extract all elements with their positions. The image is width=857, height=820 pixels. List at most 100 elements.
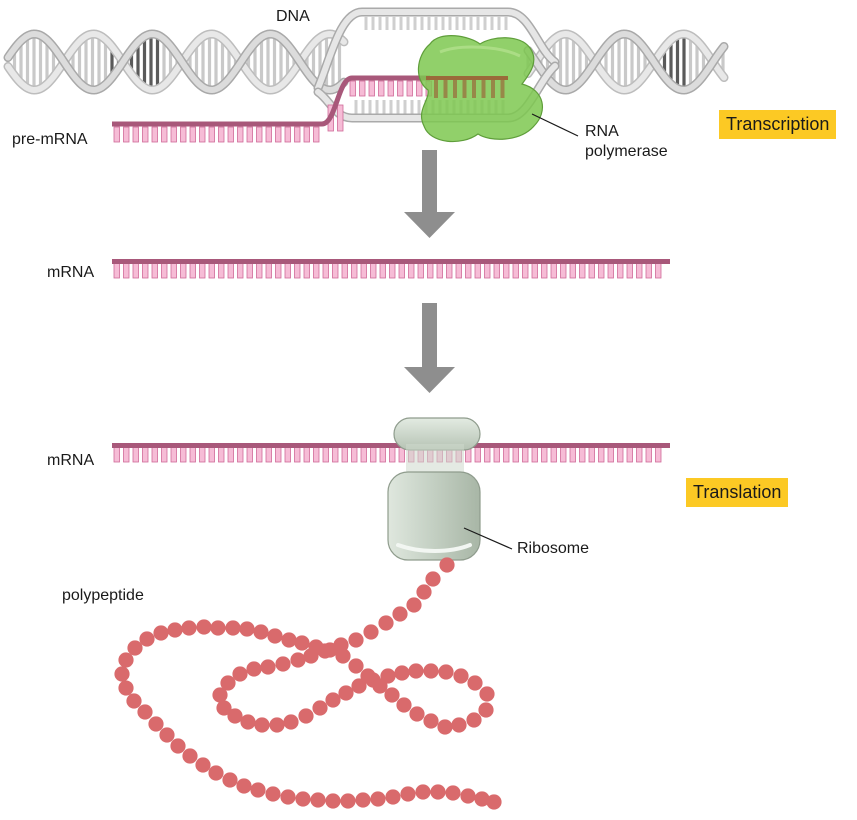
amino-acid-bead [269,717,285,733]
translation-badge: Translation [686,478,789,507]
amino-acid-bead [118,680,134,696]
polymerase-rna-base [453,80,457,98]
amino-acid-bead [308,639,324,655]
rna-base [199,446,206,463]
rna-base [598,262,605,279]
down-arrow-shaft [422,150,437,214]
rna-base [246,446,253,463]
rna-base [560,446,567,463]
rna-base [256,262,263,279]
rna-base [113,126,120,143]
mrna-strand-1 [112,259,670,279]
amino-acid-bead [181,620,197,636]
rna-base [256,446,263,463]
pre-mrna-label: pre-mRNA [12,131,88,148]
rna-base [398,262,405,279]
amino-acid-bead [227,708,243,724]
polymerase-rna-base [443,80,448,98]
rna-base [227,126,234,143]
rna-base [636,446,643,463]
rna-base [313,262,320,279]
amino-acid-bead [392,606,408,622]
process-arrows [404,150,455,393]
rna-base [541,262,548,279]
amino-acid-bead [246,661,262,677]
rna-base [170,262,177,279]
rna-base [341,446,348,463]
rna-base [541,446,548,463]
rna-polymerase-label-line1: RNA [585,123,619,140]
rna-base [417,262,424,279]
rna-base [379,262,386,279]
amino-acid-bead [416,584,432,600]
amino-acid-bead [148,716,164,732]
ribosome-highlight [396,543,472,553]
amino-acid-bead [372,678,388,694]
amino-acid-bead [335,648,351,664]
rna-base [275,126,282,143]
amino-acid-bead [425,571,441,587]
amino-acid-bead [220,675,236,691]
rna-base [588,446,595,463]
rna-base [560,262,567,279]
rna-base [598,446,605,463]
rna-base [246,262,253,279]
rna-base [341,262,348,279]
rna-base [227,262,234,279]
rna-base [199,262,206,279]
pre-mrna-strand [112,75,432,143]
rna-base [503,262,510,279]
amino-acid-bead [451,717,467,733]
amino-acid-bead [384,687,400,703]
amino-acid-bead [338,685,354,701]
rna-polymerase-icon [417,35,543,143]
rna-base [550,262,557,279]
amino-acid-bead [260,659,276,675]
polymerase-rna-base [500,80,505,98]
rna-base [397,80,404,97]
polymerase-body [417,35,543,143]
rna-base [294,262,301,279]
dna-label: DNA [276,8,310,25]
rna-base [512,262,519,279]
rna-base [522,446,529,463]
rna-base [636,262,643,279]
rna-base [389,446,396,463]
rna-base [579,446,586,463]
rna-base [123,446,130,463]
rna-base [360,446,367,463]
rna-base [265,126,272,143]
rna-base [237,262,244,279]
amino-acid-bead [118,652,134,668]
rna-base [113,446,120,463]
amino-acid-bead [486,794,502,810]
amino-acid-bead [474,791,490,807]
amino-acid-bead [478,702,494,718]
rna-base [655,446,662,463]
amino-acid-bead [170,738,186,754]
amino-acid-bead [351,678,367,694]
amino-acid-bead [283,714,299,730]
rna-base [617,262,624,279]
rna-base [626,446,633,463]
amino-acid-bead [275,656,291,672]
rna-base [199,126,206,143]
rna-polymerase-label-line2: polymerase [585,143,668,160]
rna-base [123,262,130,279]
rna-base [446,262,453,279]
down-arrow-shaft [422,303,437,369]
rna-base [265,446,272,463]
rna-base [465,262,472,279]
rna-base [208,446,215,463]
rna-base [189,126,196,143]
amino-acid-bead [355,792,371,808]
rna-base [218,262,225,279]
rna-backbone [112,75,430,127]
rna-base [569,262,576,279]
rna-base [626,262,633,279]
rna-base [370,446,377,463]
rna-base [284,262,291,279]
ribosome-channel [406,444,464,474]
rna-base [484,446,491,463]
rna-base [113,262,120,279]
